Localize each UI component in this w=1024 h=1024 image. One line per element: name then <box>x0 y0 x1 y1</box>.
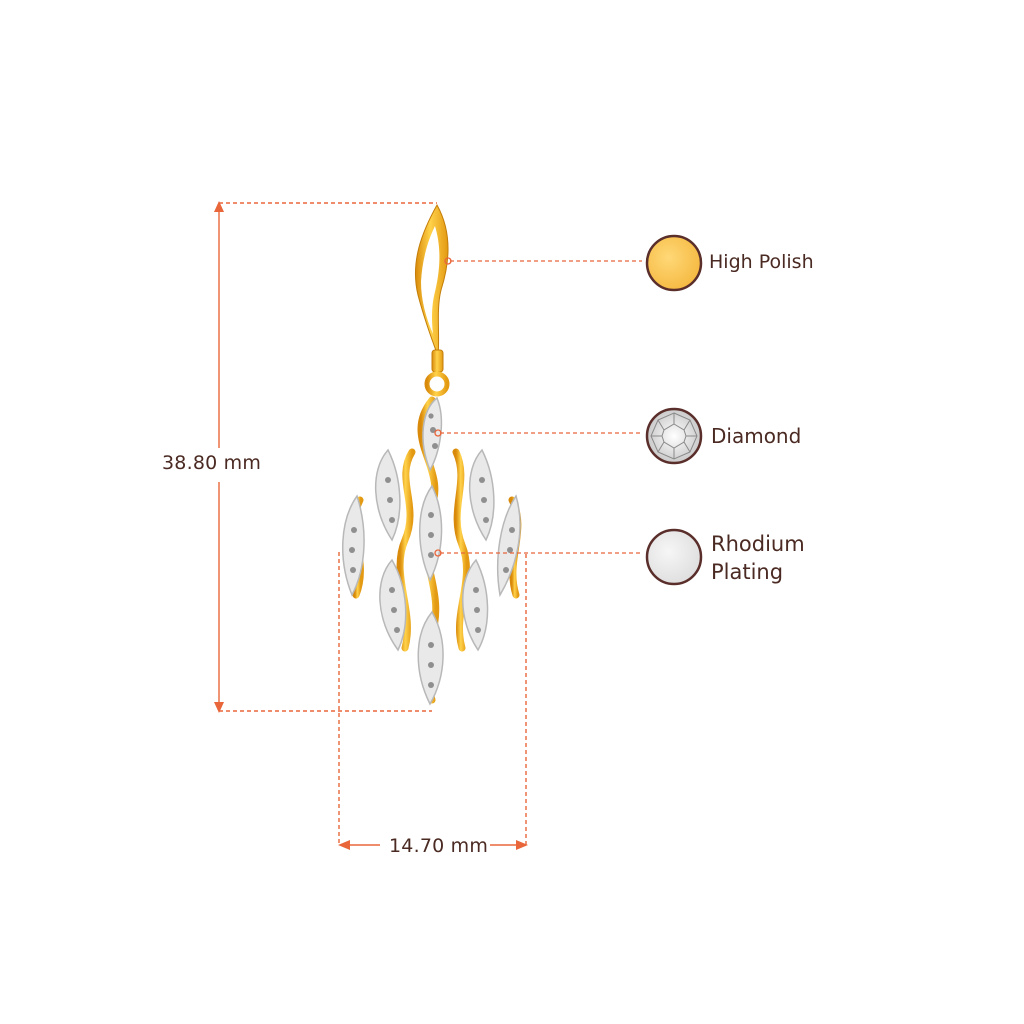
material-swatches <box>645 234 703 586</box>
leaf-upper-left <box>374 448 401 542</box>
bail-cutout <box>421 226 440 334</box>
diamond-swatch-icon <box>645 407 703 465</box>
leaf-far-left <box>341 494 365 597</box>
pendant-illustration <box>341 203 522 706</box>
strand-right <box>452 448 470 652</box>
leaf-top <box>422 396 443 472</box>
width-dimension-label: 14.70 mm <box>389 835 489 857</box>
rhodium-swatch-icon <box>645 528 703 586</box>
height-dimension-label: 38.80 mm <box>162 452 262 474</box>
gold-swatch-icon <box>645 234 703 292</box>
diamond-stones <box>349 413 515 688</box>
leaf-lower-right <box>462 558 489 652</box>
material-label-diamond: Diamond <box>711 424 802 448</box>
diamond-leaves <box>341 396 521 706</box>
leaf-upper-right <box>468 448 495 542</box>
leaf-bottom <box>417 610 444 706</box>
material-label-rhodium: Rhodium Plating <box>711 532 805 584</box>
width-arrow-left-icon <box>338 840 350 850</box>
height-arrow-up-icon <box>214 201 224 212</box>
height-arrow-down-icon <box>214 702 224 713</box>
callout-leaders <box>440 260 642 554</box>
width-arrow-right-icon <box>516 840 528 850</box>
bail-neck <box>431 349 444 373</box>
material-label-high-polish: High Polish <box>709 251 814 273</box>
callout-anchor-dots <box>434 257 452 557</box>
leaf-lower-left <box>379 558 407 652</box>
height-dimension <box>214 201 437 713</box>
width-dimension <box>338 552 528 850</box>
jump-ring <box>424 371 450 397</box>
